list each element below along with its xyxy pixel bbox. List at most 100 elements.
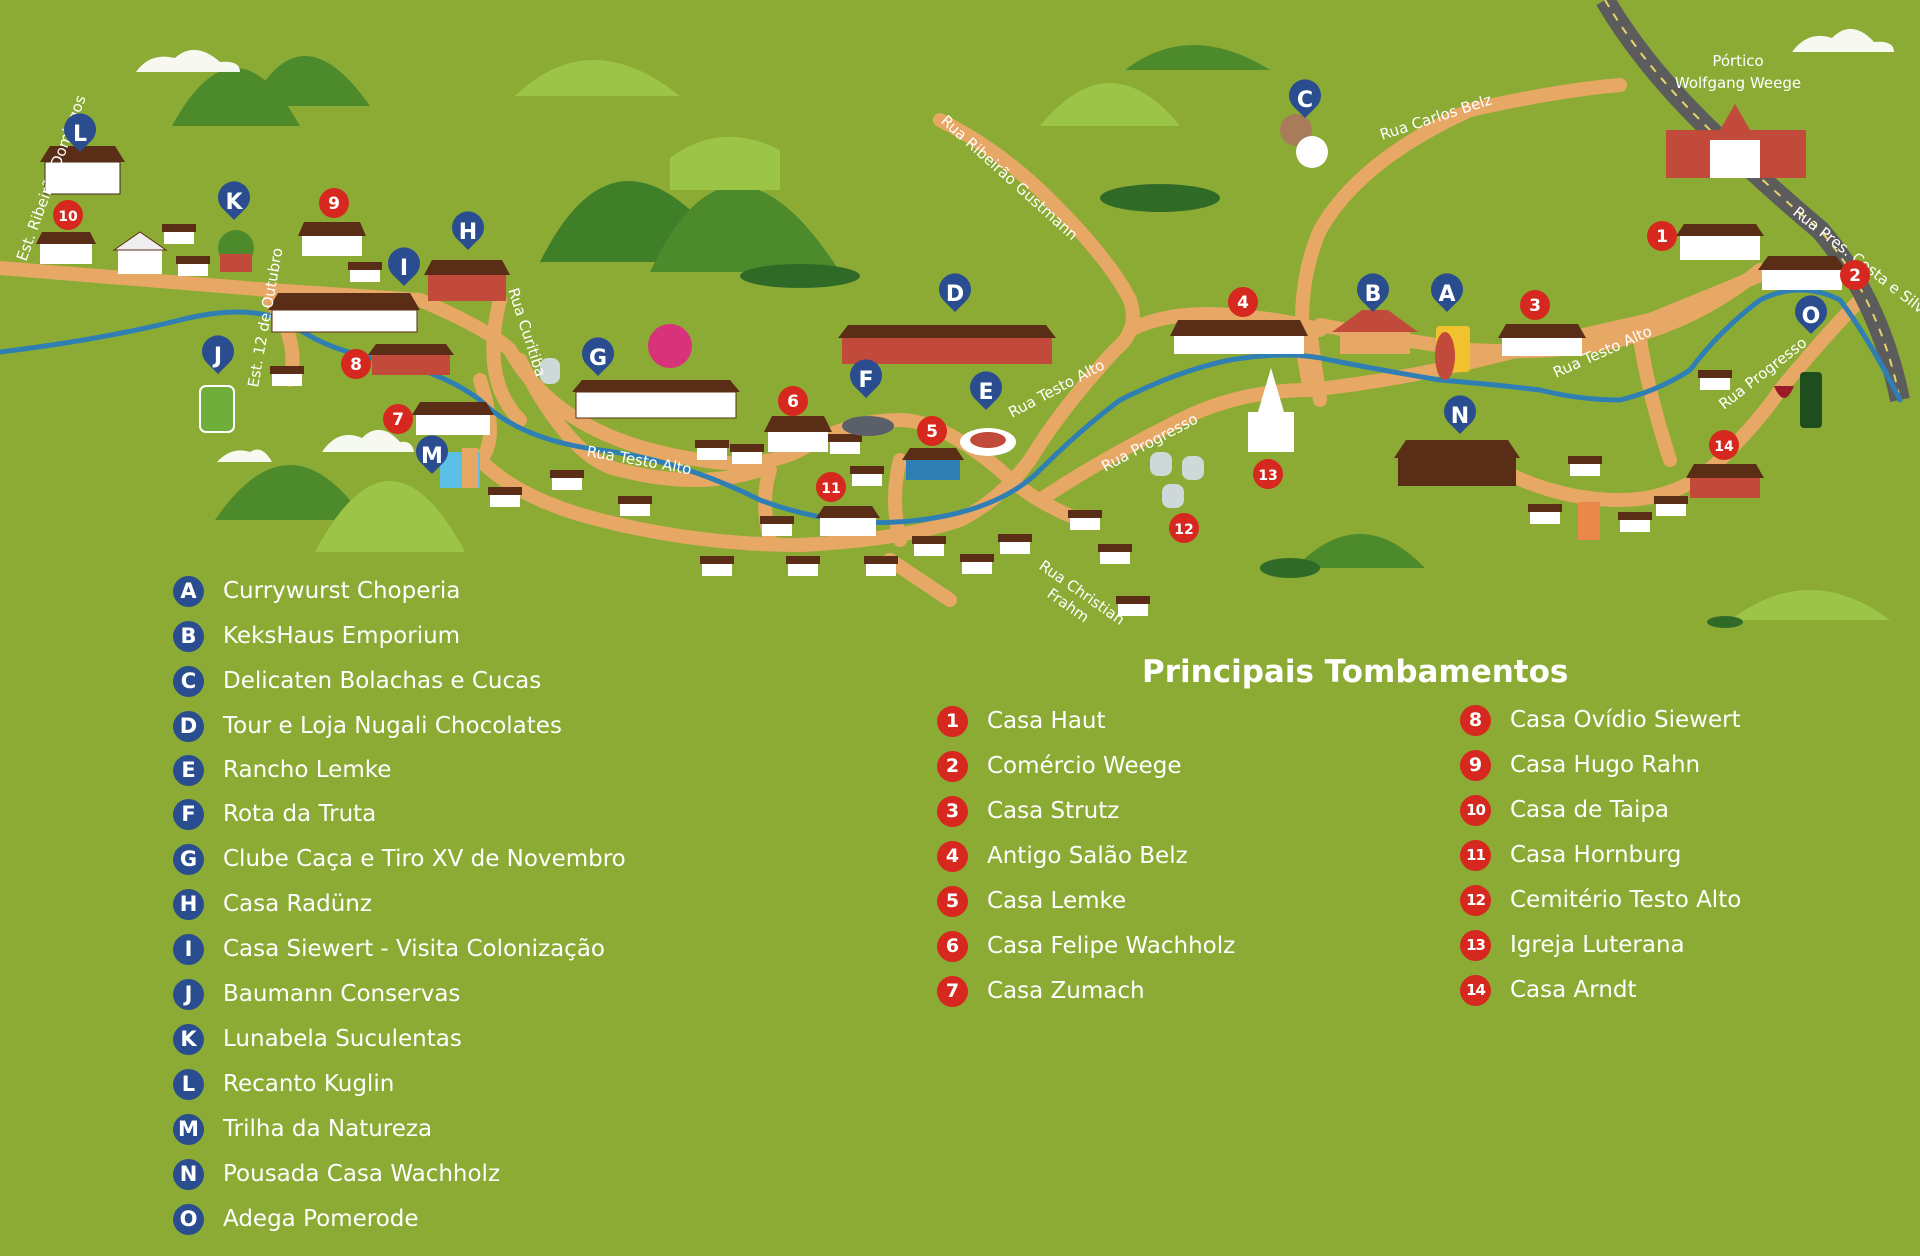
map-pin-11[interactable]: 11 — [816, 472, 846, 502]
bush — [740, 264, 860, 288]
succulent-icon — [218, 230, 254, 272]
map-pin-j[interactable]: J — [202, 335, 234, 374]
map-pin-1[interactable]: 1 — [1647, 221, 1677, 251]
map-pin-f[interactable]: F — [850, 359, 882, 398]
house — [760, 516, 794, 536]
map-pin-n[interactable]: N — [1443, 395, 1477, 434]
legend-badge-m: M — [173, 1113, 204, 1145]
building-2 — [1758, 256, 1846, 290]
hill — [670, 136, 780, 190]
cloud — [217, 449, 272, 462]
map-pin-7[interactable]: 7 — [383, 404, 413, 434]
svg-text:4: 4 — [1237, 293, 1249, 313]
legend-label-4: Antigo Salão Belz — [987, 843, 1188, 869]
house — [828, 434, 862, 454]
portico — [1666, 104, 1806, 178]
map-pin-4[interactable]: 4 — [1228, 287, 1258, 317]
map-pin-l[interactable]: L — [64, 113, 96, 152]
landmark-label-wolfgang-weege: Wolfgang Weege — [1675, 74, 1801, 92]
house — [1116, 596, 1150, 616]
svg-text:3: 3 — [1529, 296, 1541, 316]
preserves-jar-icon — [199, 385, 235, 433]
legend-badge-14: 14 — [1460, 974, 1491, 1006]
legend-badge-8: 8 — [1460, 704, 1491, 736]
legend-badge-g: G — [173, 843, 204, 875]
road — [883, 553, 957, 607]
map-pin-3[interactable]: 3 — [1520, 290, 1550, 320]
map-pin-13[interactable]: 13 — [1253, 459, 1283, 489]
map-pin-2[interactable]: 2 — [1840, 260, 1870, 290]
wine-bottle-icon — [1774, 372, 1822, 428]
heritage-legend-title: Principais Tombamentos — [1142, 654, 1569, 690]
highway — [1596, 0, 1910, 402]
legend-label-8: Casa Ovídio Siewert — [1510, 707, 1741, 733]
map-pin-k[interactable]: K — [218, 181, 250, 220]
map-pin-e[interactable]: E — [969, 371, 1002, 410]
map-pin-h[interactable]: H — [452, 211, 484, 250]
hill — [1125, 45, 1270, 70]
food-platter-icon — [960, 428, 1016, 456]
svg-text:14: 14 — [1714, 439, 1734, 455]
road — [888, 453, 907, 547]
map-pin-m[interactable]: M — [416, 435, 448, 474]
legend-label-c: Delicaten Bolachas e Cucas — [223, 668, 542, 694]
map-pin-i[interactable]: I — [387, 247, 420, 286]
road — [1633, 333, 1677, 467]
building-i — [268, 293, 420, 333]
hills — [172, 45, 1890, 620]
map-pin-5[interactable]: 5 — [917, 416, 947, 446]
map-pin-10[interactable]: 10 — [53, 200, 83, 230]
map-pin-o[interactable]: O — [1795, 295, 1827, 334]
bush — [1100, 184, 1220, 212]
gravestone-icon — [540, 358, 560, 384]
hill — [1295, 534, 1425, 568]
map-pin-c[interactable]: C — [1289, 79, 1321, 118]
map-pin-12[interactable]: 12 — [1169, 513, 1199, 543]
map-pin-8[interactable]: 8 — [341, 349, 371, 379]
map-pin-a[interactable]: A — [1431, 273, 1463, 312]
house — [1528, 504, 1562, 524]
map-pin-b[interactable]: B — [1356, 273, 1389, 312]
building-h — [424, 260, 510, 301]
street-label-rua-carlos-belz: Rua Carlos Belz — [1378, 91, 1495, 144]
map-pin-9[interactable]: 9 — [319, 188, 349, 218]
legend-label-6: Casa Felipe Wachholz — [987, 933, 1236, 959]
map-pin-6[interactable]: 6 — [778, 386, 808, 416]
legend-label-h: Casa Radünz — [223, 891, 372, 917]
legend-item-8[interactable]: 8 Casa Ovídio Siewert — [1460, 703, 1741, 737]
map-pin-g[interactable]: G — [582, 337, 614, 376]
house — [488, 487, 522, 507]
house — [1618, 512, 1652, 532]
map-pin-d[interactable]: D — [938, 273, 971, 312]
map-pin-14[interactable]: 14 — [1709, 430, 1739, 460]
legend-badge-12: 12 — [1460, 884, 1491, 916]
